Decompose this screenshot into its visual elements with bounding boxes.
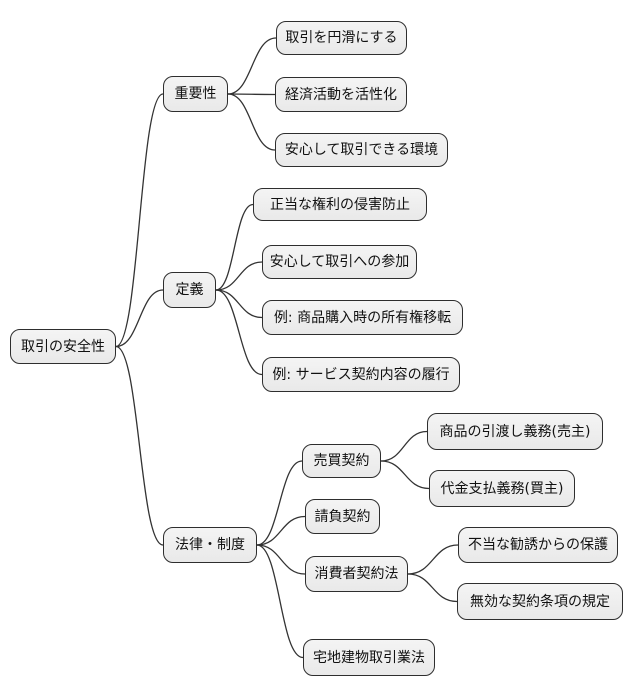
mindmap-node-law3: 消費者契約法: [305, 556, 408, 592]
mindmap-node-imp2: 経済活動を活性化: [275, 77, 407, 112]
edge-root-law: [115, 345, 164, 546]
edge-importance-imp3: [227, 93, 276, 151]
edge-definition-def1: [215, 203, 254, 291]
mindmap-node-importance: 重要性: [163, 76, 228, 112]
mindmap-node-law4: 宅地建物取引業法: [303, 639, 435, 676]
mindmap-node-def2: 安心して取引への参加: [262, 245, 417, 279]
mindmap-node-law1b: 代金支払義務(買主): [429, 470, 575, 507]
edge-importance-imp1: [227, 37, 277, 95]
mindmap-node-root: 取引の安全性: [10, 329, 116, 364]
mindmap-node-def3: 例: 商品購入時の所有権移転: [262, 300, 463, 335]
edge-law1-law1a: [380, 430, 428, 462]
edge-law3-law3b: [407, 573, 458, 603]
edge-root-importance: [115, 93, 164, 348]
mindmap-node-imp3: 安心して取引できる環境: [275, 133, 448, 167]
mindmap-node-law1a: 商品の引渡し義務(売主): [427, 413, 603, 450]
mindmap-node-law3a: 不当な勧誘からの保護: [458, 527, 618, 563]
edge-law1-law1b: [380, 460, 430, 490]
mindmap-node-law3b: 無効な契約条項の規定: [457, 583, 623, 620]
edge-importance-imp2: [227, 93, 276, 96]
edge-law-law4: [256, 544, 304, 659]
mindmap-node-law2: 請負契約: [305, 499, 380, 534]
mindmap-node-definition: 定義: [163, 272, 216, 308]
edge-definition-def4: [215, 289, 263, 376]
edge-root-definition: [115, 289, 164, 348]
edge-law-law3: [256, 544, 306, 575]
edge-definition-def3: [215, 289, 263, 319]
mindmap-node-def4: 例: サービス契約内容の履行: [262, 357, 460, 392]
mindmap-node-imp1: 取引を円滑にする: [276, 21, 407, 55]
edge-law-law1: [256, 460, 303, 546]
mindmap-node-law1: 売買契約: [302, 444, 381, 478]
mindmap-node-def1: 正当な権利の侵害防止: [253, 188, 427, 221]
edge-definition-def2: [215, 261, 263, 291]
mindmap-node-law: 法律・制度: [163, 527, 257, 563]
edge-law-law2: [256, 515, 306, 546]
edge-law3-law3a: [407, 544, 459, 575]
